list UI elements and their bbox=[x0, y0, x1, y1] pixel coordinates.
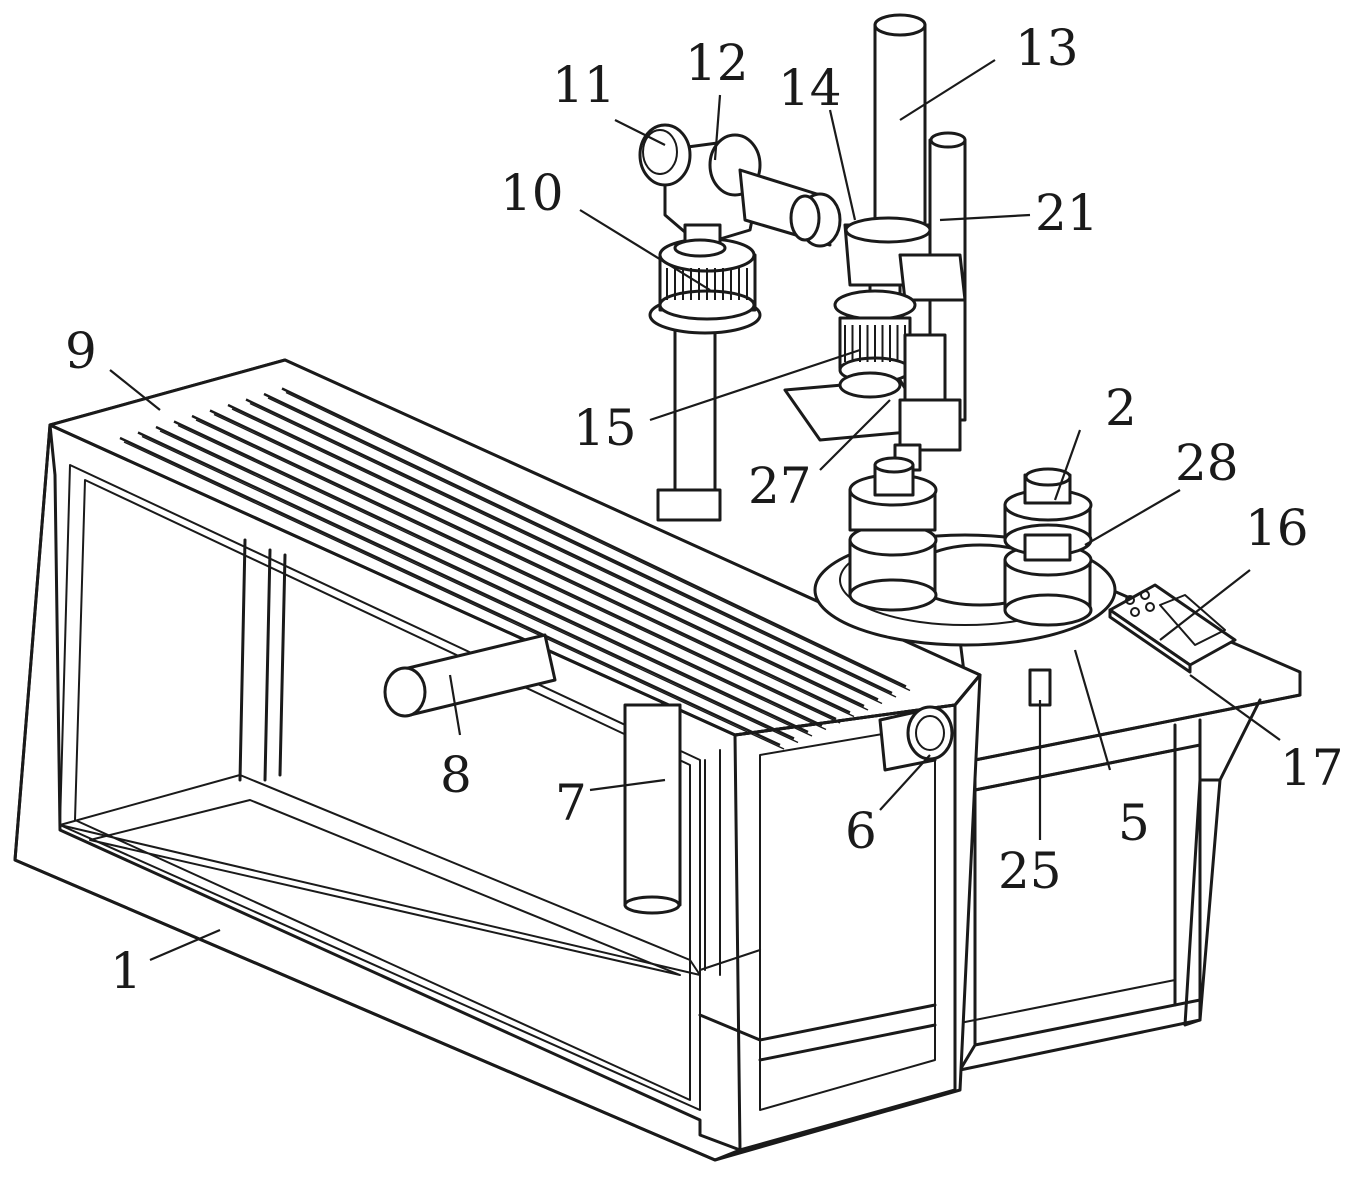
slot-rail-edge bbox=[285, 391, 911, 692]
label-9: 9 bbox=[65, 322, 97, 380]
label-28: 28 bbox=[1175, 434, 1239, 492]
motor-6 bbox=[878, 705, 954, 772]
slot-rail-edge bbox=[123, 441, 785, 750]
slot-rail-edge bbox=[141, 435, 799, 744]
main-frame-1 bbox=[13, 358, 982, 1162]
label-21: 21 bbox=[1035, 184, 1099, 242]
label-14: 14 bbox=[778, 59, 842, 117]
label-6: 6 bbox=[845, 802, 877, 860]
label-7: 7 bbox=[555, 774, 587, 832]
label-2: 2 bbox=[1105, 379, 1137, 437]
slot-rail-edge bbox=[159, 430, 813, 737]
slot-rail bbox=[191, 414, 837, 721]
label-10: 10 bbox=[500, 164, 564, 222]
slot-rail bbox=[209, 409, 851, 714]
post-21 bbox=[898, 131, 967, 422]
slot-rail-edge bbox=[267, 397, 897, 698]
roller-stack-left bbox=[848, 456, 938, 612]
post-13 bbox=[873, 13, 927, 237]
label-13: 13 bbox=[1015, 19, 1079, 77]
roller-stack-right-2 bbox=[1003, 467, 1093, 627]
label-11: 11 bbox=[552, 56, 616, 114]
slot-rail bbox=[281, 387, 907, 688]
label-8: 8 bbox=[440, 746, 472, 804]
part-labels: 9 1 2 5 6 7 8 10 11 12 13 14 15 16 17 21… bbox=[65, 19, 1344, 1000]
slot-rail-edge bbox=[249, 402, 883, 705]
label-17: 17 bbox=[1280, 739, 1344, 797]
slot-rail bbox=[173, 420, 823, 727]
slot-rail bbox=[263, 392, 893, 695]
slot-rail-edge bbox=[177, 424, 827, 731]
slot-rail bbox=[155, 425, 809, 734]
label-27: 27 bbox=[748, 457, 812, 515]
slot-rail-edge bbox=[213, 413, 855, 718]
cylinder-7 bbox=[623, 703, 682, 915]
label-16: 16 bbox=[1245, 499, 1309, 557]
label-15: 15 bbox=[573, 399, 637, 457]
top-slot-rails-9 bbox=[119, 387, 911, 750]
control-panel-16 bbox=[1108, 583, 1237, 674]
rod-8 bbox=[383, 633, 557, 718]
label-1: 1 bbox=[110, 942, 142, 1000]
slot-rail-edge bbox=[231, 408, 869, 711]
label-12: 12 bbox=[685, 34, 749, 92]
elbow-arm-12 bbox=[663, 133, 842, 258]
slot-rail bbox=[245, 398, 879, 701]
slot-rail bbox=[137, 431, 795, 740]
label-25: 25 bbox=[998, 842, 1062, 900]
slot-rail-edge bbox=[195, 419, 841, 724]
slot-rail bbox=[119, 436, 781, 747]
leader-lines bbox=[109, 59, 1281, 962]
knob-11 bbox=[638, 123, 692, 187]
label-5: 5 bbox=[1118, 794, 1150, 852]
slot-rail bbox=[227, 403, 865, 708]
